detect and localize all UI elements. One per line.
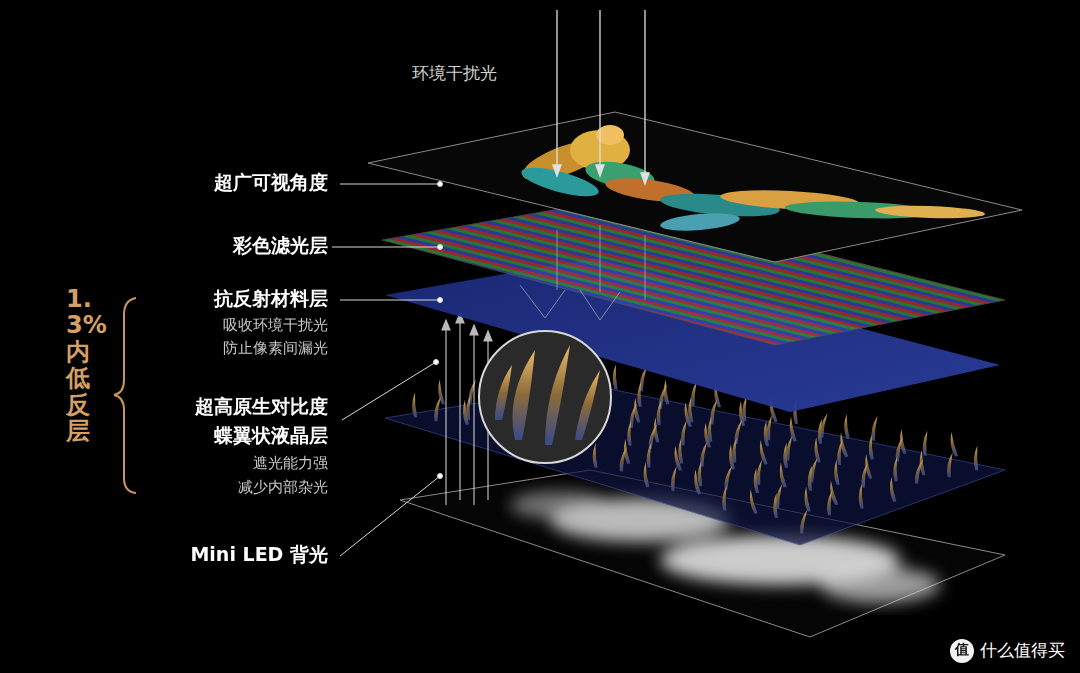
liquid-crystal-molecule — [868, 434, 873, 459]
liquid-crystal-molecule — [833, 460, 840, 485]
display-layer — [368, 112, 1022, 262]
liquid-crystal-molecule — [592, 443, 597, 468]
layer-note: 遮光能力强 — [253, 454, 328, 472]
layer-label: 超广可视角度 — [214, 171, 328, 194]
group-label: 1.3% 内低反层 — [66, 286, 90, 444]
liquid-crystal-molecule — [682, 402, 692, 427]
liquid-crystal-molecule — [777, 462, 786, 487]
liquid-crystal-molecule — [817, 419, 822, 444]
liquid-crystal-molecule — [733, 419, 743, 444]
liquid-crystal-molecule — [913, 459, 924, 484]
liquid-crystal-molecule — [922, 431, 928, 456]
absorbed-light-rays — [520, 225, 645, 320]
liquid-crystal-molecule — [783, 443, 788, 468]
liquid-crystal-molecule — [723, 465, 733, 490]
liquid-crystal-molecule — [799, 509, 809, 534]
leader-lines — [332, 182, 443, 557]
liquid-crystal-molecule — [657, 384, 668, 409]
layer-label: 超高原生对比度 — [195, 395, 328, 418]
liquid-crystal-molecule — [888, 477, 896, 502]
liquid-crystal-molecule — [732, 437, 738, 462]
liquid-crystal-molecule — [411, 392, 417, 417]
liquid-crystal-molecule — [946, 452, 954, 477]
liquid-crystal-molecule — [843, 414, 850, 439]
watermark-icon: 值 — [950, 641, 974, 658]
layer-label: Mini LED 背光 — [190, 543, 328, 566]
liquid-crystal-molecule — [433, 396, 442, 421]
liquid-crystal-molecule — [680, 420, 688, 445]
liquid-crystal-molecule — [807, 466, 812, 491]
liquid-crystal-molecule — [672, 446, 682, 471]
layer-note: 减少内部杂光 — [238, 478, 328, 496]
layer-note: 吸收环境干扰光 — [223, 316, 328, 334]
magnifier — [479, 331, 611, 463]
liquid-crystal-molecule — [893, 456, 898, 481]
liquid-crystal-molecule — [894, 436, 903, 461]
liquid-crystal-molecule — [948, 432, 958, 457]
bracket — [114, 298, 136, 493]
layer-label: 抗反射材料层 — [214, 287, 328, 310]
liquid-crystal-molecule — [836, 440, 843, 465]
liquid-crystal-molecule — [612, 365, 617, 390]
liquid-crystal-molecule — [642, 462, 649, 487]
watermark-badge — [950, 639, 974, 663]
liquid-crystal-molecule — [646, 443, 652, 468]
liquid-crystal-molecule — [699, 442, 708, 467]
liquid-crystal-molecule — [461, 400, 469, 425]
ambient-light-arrows — [553, 10, 649, 184]
liquid-crystal-molecule — [763, 421, 769, 446]
liquid-crystal-molecule — [727, 444, 735, 469]
liquid-crystal-molecule — [858, 484, 863, 509]
liquid-crystal-molecule — [757, 440, 768, 465]
liquid-crystal-molecule — [753, 468, 759, 493]
liquid-crystal-molecule — [627, 421, 632, 446]
liquid-crystal-molecule — [637, 382, 642, 407]
watermark: 什么值得买 — [980, 640, 1065, 660]
liquid-crystal-molecule — [803, 487, 811, 512]
layer-label: 蝶翼状液晶层 — [214, 424, 328, 447]
liquid-crystal-molecule — [860, 462, 868, 487]
liquid-crystal-molecule — [747, 489, 758, 514]
liquid-crystal-molecule — [773, 493, 778, 518]
liquid-crystal-molecule — [618, 446, 627, 471]
liquid-crystal-molecule — [702, 422, 711, 447]
liquid-crystal-molecule — [670, 466, 678, 491]
liquid-crystal-molecule — [656, 400, 662, 425]
phoenix-image — [518, 125, 985, 233]
liquid-crystal-molecule — [826, 490, 833, 515]
liquid-crystal-molecule — [708, 417, 713, 442]
lc-plate — [385, 385, 1005, 545]
layer-note: 防止像素间漏光 — [223, 339, 328, 357]
liquid-crystal-molecule — [698, 461, 703, 486]
liquid-crystal-molecule — [974, 446, 979, 471]
liquid-crystal-molecule — [692, 469, 701, 494]
liquid-crystal-molecule — [722, 485, 728, 510]
liquid-crystal-molecule — [436, 379, 445, 404]
layer-label: 彩色滤光层 — [233, 234, 328, 257]
liquid-crystal-molecule — [787, 417, 796, 442]
ambient-light-label: 环境干扰光 — [412, 63, 497, 83]
liquid-crystal-molecule — [647, 424, 658, 449]
